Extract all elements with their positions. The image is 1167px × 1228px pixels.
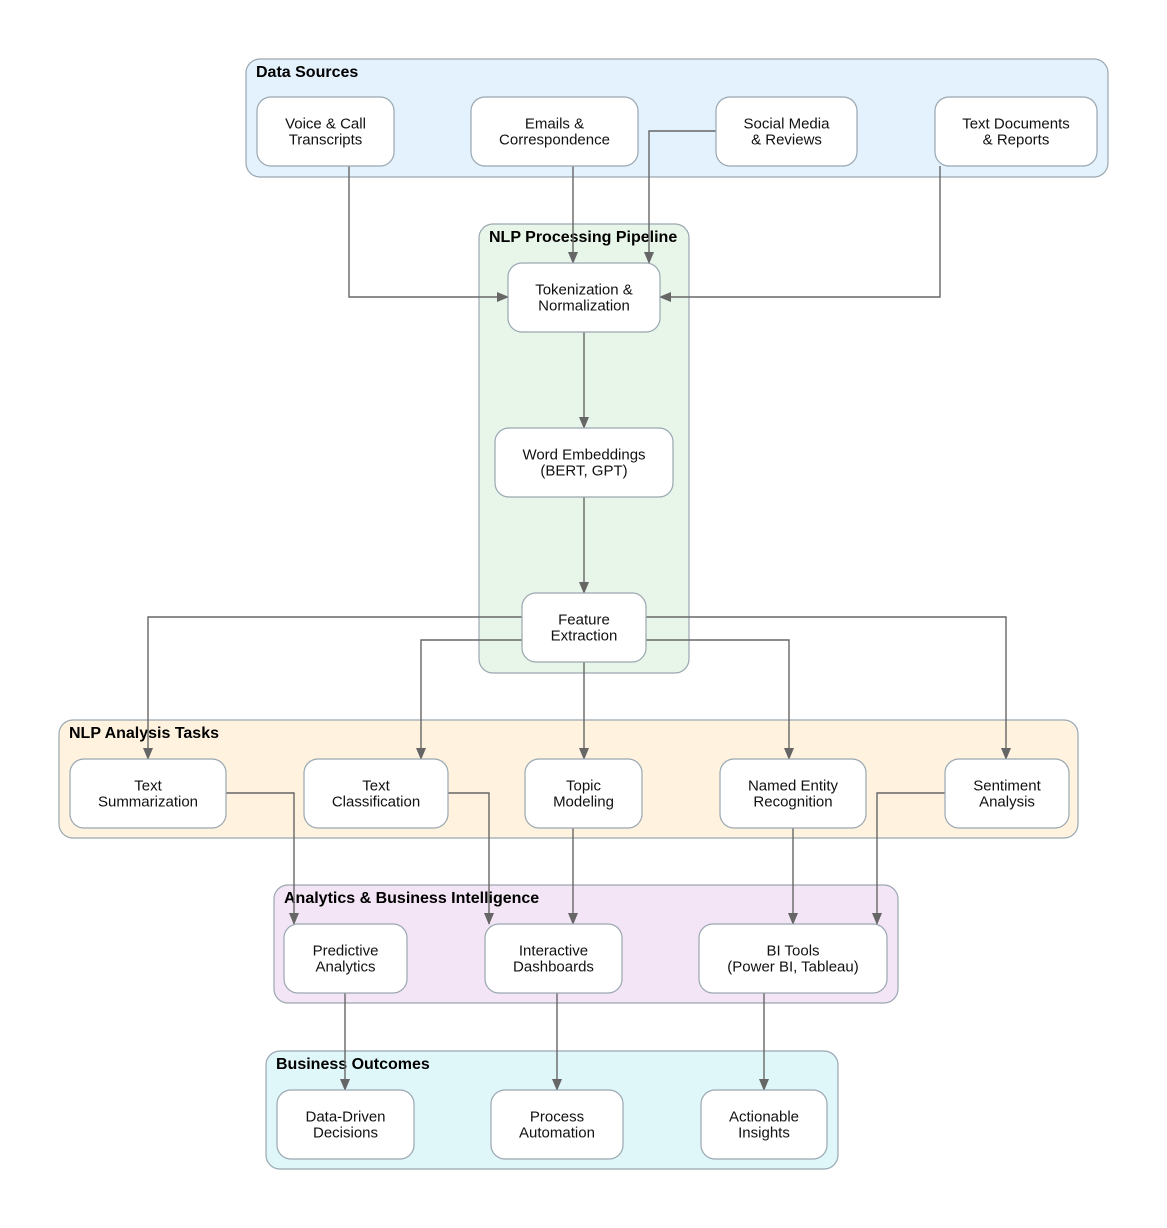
node-label-line: Named Entity xyxy=(748,778,839,795)
edge-features-to-summarization xyxy=(143,616,522,760)
node-social[interactable]: Social Media& Reviews xyxy=(715,96,858,167)
node-box[interactable] xyxy=(934,96,1098,167)
node-label-line: Predictive xyxy=(313,943,379,960)
node-label-line: Classification xyxy=(332,794,420,811)
node-label-line: Tokenization & xyxy=(535,282,633,299)
group-title: Business Outcomes xyxy=(276,1056,430,1073)
node-label-line: Process xyxy=(530,1109,584,1126)
edge-summarization-to-predictive xyxy=(226,792,299,925)
node-box[interactable] xyxy=(521,592,647,663)
group-title: Data Sources xyxy=(256,64,358,81)
node-label-line: Text xyxy=(362,778,390,795)
node-label-line: Text Documents xyxy=(962,116,1070,133)
node-tokenization[interactable]: Tokenization &Normalization xyxy=(507,262,661,333)
node-label-line: Voice & Call xyxy=(285,116,366,133)
node-box[interactable] xyxy=(944,758,1070,829)
node-label-line: (BERT, GPT) xyxy=(540,463,627,480)
node-label-line: Normalization xyxy=(538,298,630,315)
edge-sentiment-to-bitools xyxy=(872,792,945,925)
node-label-line: Word Embeddings xyxy=(522,447,645,464)
node-label-line: Analysis xyxy=(979,794,1035,811)
node-label-line: Feature xyxy=(558,612,610,629)
node-embeddings[interactable]: Word Embeddings(BERT, GPT) xyxy=(494,427,674,498)
node-box[interactable] xyxy=(283,923,408,994)
node-label-line: Insights xyxy=(738,1125,790,1142)
node-label-line: & Reviews xyxy=(751,132,822,149)
group-title: Analytics & Business Intelligence xyxy=(284,890,539,907)
edge-features-to-sentiment xyxy=(646,616,1011,760)
node-box[interactable] xyxy=(524,758,643,829)
node-label-line: Modeling xyxy=(553,794,614,811)
node-label-line: Text xyxy=(134,778,162,795)
node-box[interactable] xyxy=(484,923,623,994)
node-label-line: Decisions xyxy=(313,1125,378,1142)
group-title: NLP Processing Pipeline xyxy=(489,229,677,246)
group-data-sources: Data Sources xyxy=(245,58,1109,178)
edge-features-to-classification xyxy=(416,639,522,760)
node-box[interactable] xyxy=(698,923,888,994)
node-label-line: Summarization xyxy=(98,794,198,811)
node-label-line: Interactive xyxy=(519,943,588,960)
node-label-line: Extraction xyxy=(551,628,618,645)
node-label-line: & Reports xyxy=(983,132,1050,149)
edge-features-to-ner xyxy=(646,639,794,760)
node-label-line: BI Tools xyxy=(766,943,819,960)
edge-voice-to-tokenization xyxy=(348,166,509,302)
node-label-line: Recognition xyxy=(753,794,832,811)
node-box[interactable] xyxy=(490,1089,624,1160)
group-title: NLP Analysis Tasks xyxy=(69,725,219,742)
node-box[interactable] xyxy=(700,1089,828,1160)
node-box[interactable] xyxy=(276,1089,415,1160)
node-label-line: Dashboards xyxy=(513,959,594,976)
node-label-line: Actionable xyxy=(729,1109,799,1126)
node-box[interactable] xyxy=(256,96,395,167)
node-emails[interactable]: Emails &Correspondence xyxy=(470,96,639,167)
node-label-line: Transcripts xyxy=(289,132,363,149)
node-label-line: Automation xyxy=(519,1125,595,1142)
node-box[interactable] xyxy=(69,758,227,829)
node-box[interactable] xyxy=(303,758,449,829)
node-label-line: Analytics xyxy=(315,959,375,976)
node-label-line: (Power BI, Tableau) xyxy=(727,959,858,976)
node-label-line: Social Media xyxy=(744,116,831,133)
node-label-line: Topic xyxy=(566,778,602,795)
group-box xyxy=(245,58,1109,178)
edge-layer xyxy=(143,130,1011,1091)
edge-classification-to-dashboards xyxy=(448,792,494,925)
node-box[interactable] xyxy=(719,758,867,829)
node-box[interactable] xyxy=(470,96,639,167)
node-textdocs[interactable]: Text Documents& Reports xyxy=(934,96,1098,167)
node-box[interactable] xyxy=(494,427,674,498)
node-label-line: Correspondence xyxy=(499,132,610,149)
node-label-line: Data-Driven xyxy=(305,1109,385,1126)
node-label-line: Sentiment xyxy=(973,778,1041,795)
edge-social-to-tokenization xyxy=(644,130,716,264)
node-box[interactable] xyxy=(507,262,661,333)
node-label-line: Emails & xyxy=(525,116,584,133)
edge-textdocs-to-tokenization xyxy=(659,166,941,302)
node-bitools[interactable]: BI Tools(Power BI, Tableau) xyxy=(698,923,888,994)
node-box[interactable] xyxy=(715,96,858,167)
